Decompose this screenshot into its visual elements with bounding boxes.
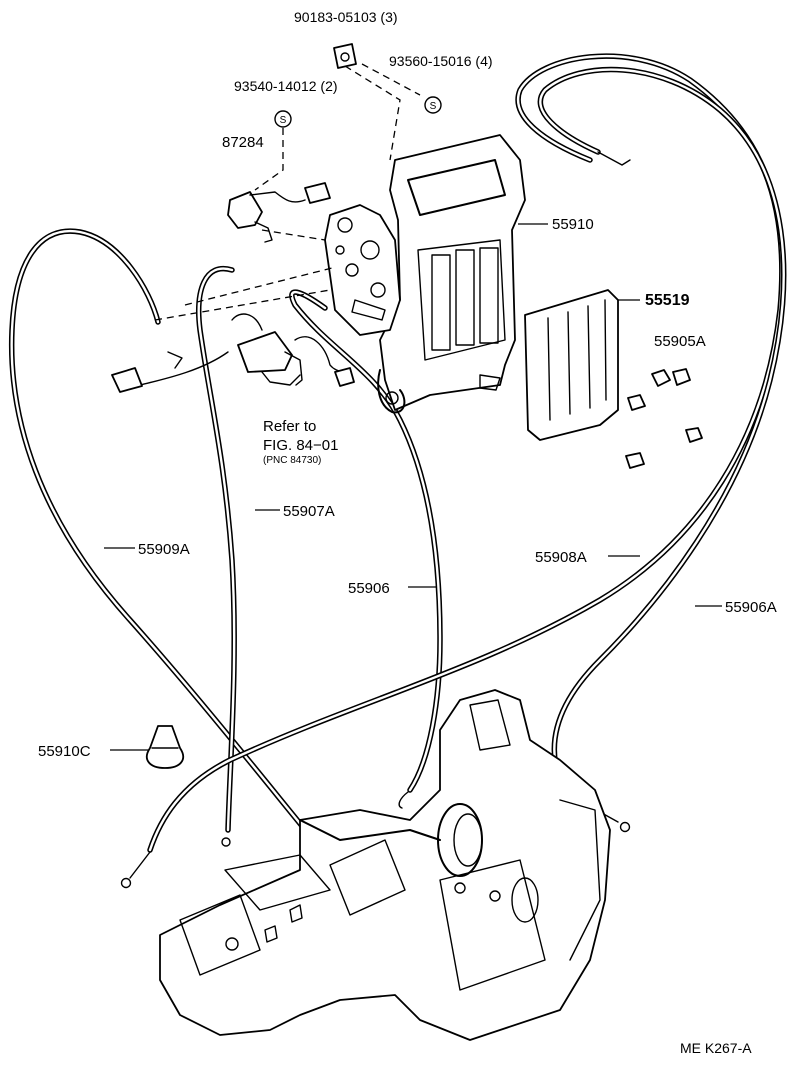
screw-symbol-93560: S: [424, 96, 442, 114]
figure-code: ME K267-A: [680, 1040, 752, 1056]
assembly-guides: [154, 63, 421, 321]
heater-unit: [159, 689, 611, 1041]
knob-set-55905A: [625, 368, 703, 469]
label-93540-14012: 93540-14012 (2): [234, 78, 338, 94]
label-55910C: 55910C: [38, 743, 91, 760]
cable-55906A: [537, 66, 787, 833]
label-fig-84-01: FIG. 84−01: [263, 437, 338, 454]
label-55910: 55910: [552, 216, 594, 233]
control-panel-55910: [324, 134, 526, 414]
grommet-55910C: [145, 725, 185, 769]
label-55519: 55519: [645, 292, 690, 309]
label-90183-05103: 90183-05103 (3): [294, 9, 398, 25]
label-refer-to: Refer to: [263, 418, 316, 435]
screw-symbol-93540: S: [274, 110, 292, 128]
leader-lines: [104, 223, 722, 751]
label-87284: 87284: [222, 134, 264, 151]
label-pnc-84730: (PNC 84730): [263, 455, 321, 466]
cable-55908A: [120, 53, 785, 889]
label-93560-15016: 93560-15016 (4): [389, 53, 493, 69]
cable-55906: [289, 289, 443, 809]
label-55908A: 55908A: [535, 549, 587, 566]
cable-55907A: [196, 265, 237, 847]
svg-text:S: S: [280, 115, 287, 126]
switch-87284: [227, 182, 331, 243]
clip-90183: [333, 43, 357, 69]
label-55905A: 55905A: [654, 333, 706, 350]
wire-connector: [111, 351, 229, 393]
cover-55519: [524, 289, 619, 441]
label-55906: 55906: [348, 580, 390, 597]
label-55909A: 55909A: [138, 541, 190, 558]
label-55906A: 55906A: [725, 599, 777, 616]
servo-motor: [231, 313, 355, 387]
svg-text:S: S: [430, 101, 437, 112]
label-55907A: 55907A: [283, 503, 335, 520]
